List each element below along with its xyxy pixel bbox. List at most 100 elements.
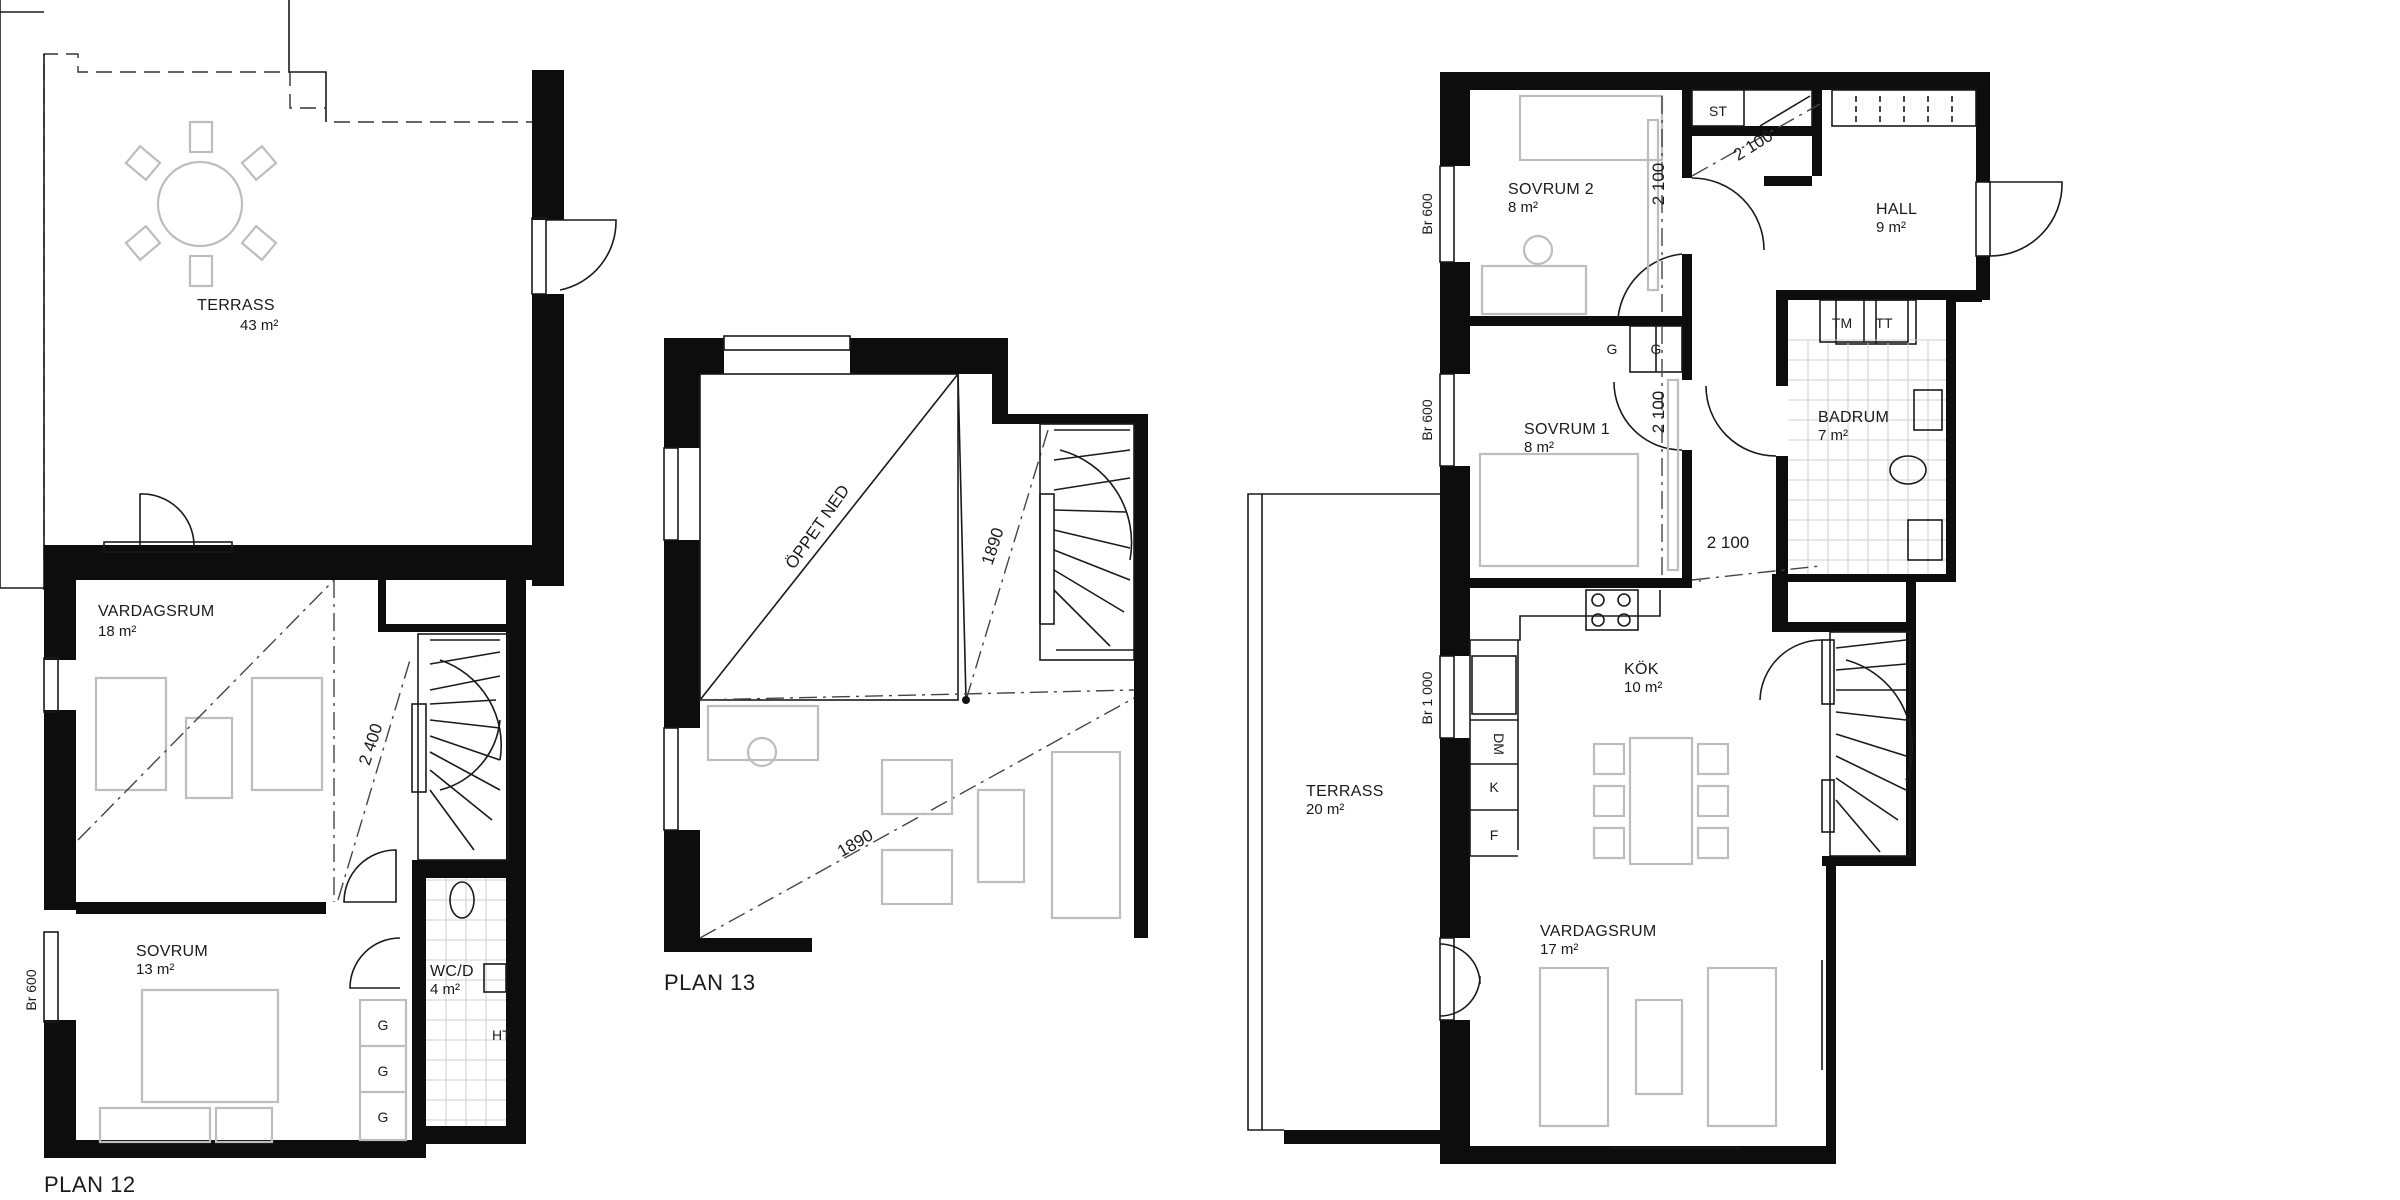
bedroom-label: SOVRUM xyxy=(136,943,208,960)
staircase xyxy=(411,633,509,861)
dishwasher-label: DM xyxy=(1491,733,1507,755)
wall xyxy=(1470,316,1682,326)
wall xyxy=(1764,176,1812,186)
dimension-2100-d: 2 100 xyxy=(1707,533,1750,552)
window-width-label: Br 600 xyxy=(23,969,39,1010)
wardrobe-label-1: G xyxy=(1607,341,1618,357)
bathroom-tiles xyxy=(1788,299,1946,574)
wall xyxy=(1976,72,1990,182)
door-swing xyxy=(1759,639,1823,701)
storage-label: ST xyxy=(1709,103,1727,119)
wall xyxy=(44,1020,76,1145)
door-swing xyxy=(546,219,617,291)
bedroom-furniture xyxy=(1478,94,1680,572)
plan-13-title: PLAN 13 xyxy=(664,970,756,995)
bedroom1-label: SOVRUM 1 xyxy=(1524,421,1610,438)
door-swing xyxy=(1617,253,1683,319)
window xyxy=(1439,373,1455,467)
wall xyxy=(992,338,1008,420)
wall xyxy=(420,1126,526,1144)
open-below-void xyxy=(699,373,959,701)
wall xyxy=(532,294,564,586)
wall xyxy=(378,580,386,632)
wall xyxy=(1440,466,1470,656)
sink-icon xyxy=(1913,389,1943,431)
door-swing xyxy=(1439,975,1481,1017)
wall xyxy=(1826,856,1836,1164)
terrace-area: 43 m² xyxy=(240,317,278,334)
wall xyxy=(1692,126,1812,136)
plan-12: TERRASS 43 m² VARDAGSRUM 18 m² SOVRUM 13… xyxy=(0,0,617,1197)
wardrobe-label-3: G xyxy=(378,1109,389,1125)
window-width-label-2: Br 600 xyxy=(1419,399,1435,440)
wall xyxy=(1776,290,1788,386)
study-furniture xyxy=(706,704,1122,920)
bedroom2-label: SOVRUM 2 xyxy=(1508,181,1594,198)
window xyxy=(1439,937,1455,1021)
wall xyxy=(1776,574,1956,582)
bedroom2-area: 8 m² xyxy=(1508,199,1538,216)
window xyxy=(723,335,851,351)
wall xyxy=(1440,72,1988,90)
wall xyxy=(1906,580,1916,866)
wall xyxy=(1682,80,1692,178)
wall xyxy=(1440,738,1470,938)
wall xyxy=(1946,290,1956,580)
wall xyxy=(44,1140,420,1158)
terrace-dining-set xyxy=(124,120,278,288)
ht-label: HT xyxy=(492,1027,511,1043)
bath-label: BADRUM xyxy=(1818,409,1889,426)
window xyxy=(663,727,679,831)
wall xyxy=(506,580,526,1128)
wall xyxy=(1772,574,1788,630)
wall xyxy=(664,540,700,728)
toilet-icon xyxy=(449,881,475,919)
wall xyxy=(664,938,812,952)
wall xyxy=(532,70,564,220)
door-swing xyxy=(1705,385,1777,457)
window xyxy=(103,541,233,553)
living-area: 17 m² xyxy=(1540,941,1578,958)
wc-label: WC/D xyxy=(430,963,474,980)
window xyxy=(43,931,59,1023)
door-swing xyxy=(1439,943,1481,985)
wall xyxy=(1440,1146,1832,1164)
terrace-area: 20 m² xyxy=(1306,801,1344,818)
wall xyxy=(1682,254,1692,380)
plan-main: SOVRUM 2 8 m² SOVRUM 1 8 m² HALL 9 m² BA… xyxy=(1247,72,2063,1164)
wardrobe-label-2: G xyxy=(1651,341,1662,357)
hall-area: 9 m² xyxy=(1876,219,1906,236)
wall xyxy=(1440,262,1470,374)
door-swing xyxy=(343,849,397,903)
bedroom-furniture xyxy=(98,988,408,1144)
staircase xyxy=(1821,631,1914,857)
wall xyxy=(44,545,564,580)
wall xyxy=(1776,290,1948,300)
wall xyxy=(1776,456,1788,586)
bedroom1-area: 8 m² xyxy=(1524,439,1554,456)
plan-13: ÖPPET NED 1890 1890 PLAN 13 xyxy=(663,335,1148,995)
staircase xyxy=(1039,423,1135,661)
kitchen-counter xyxy=(1469,589,1661,857)
wall xyxy=(1976,256,1990,300)
door-swing xyxy=(349,937,401,989)
open-below-label: ÖPPET NED xyxy=(782,481,854,572)
wall xyxy=(664,830,700,952)
wall xyxy=(1822,856,1910,866)
sink-icon xyxy=(483,963,507,993)
dimension-2100-c: 2 100 xyxy=(1649,391,1668,434)
fridge-label: K xyxy=(1489,779,1499,795)
wardrobe-label-1: G xyxy=(378,1017,389,1033)
wall xyxy=(850,338,1008,374)
terrace-outline xyxy=(1247,493,1440,1131)
wall xyxy=(1470,578,1692,588)
living-room-furniture xyxy=(94,676,324,800)
wc-area: 4 m² xyxy=(430,981,460,998)
entrance-door xyxy=(1989,181,2063,257)
wall xyxy=(378,624,510,632)
door-swing xyxy=(1613,381,1683,451)
bedroom-area: 13 m² xyxy=(136,961,174,978)
wall xyxy=(44,545,76,660)
window xyxy=(43,657,59,713)
